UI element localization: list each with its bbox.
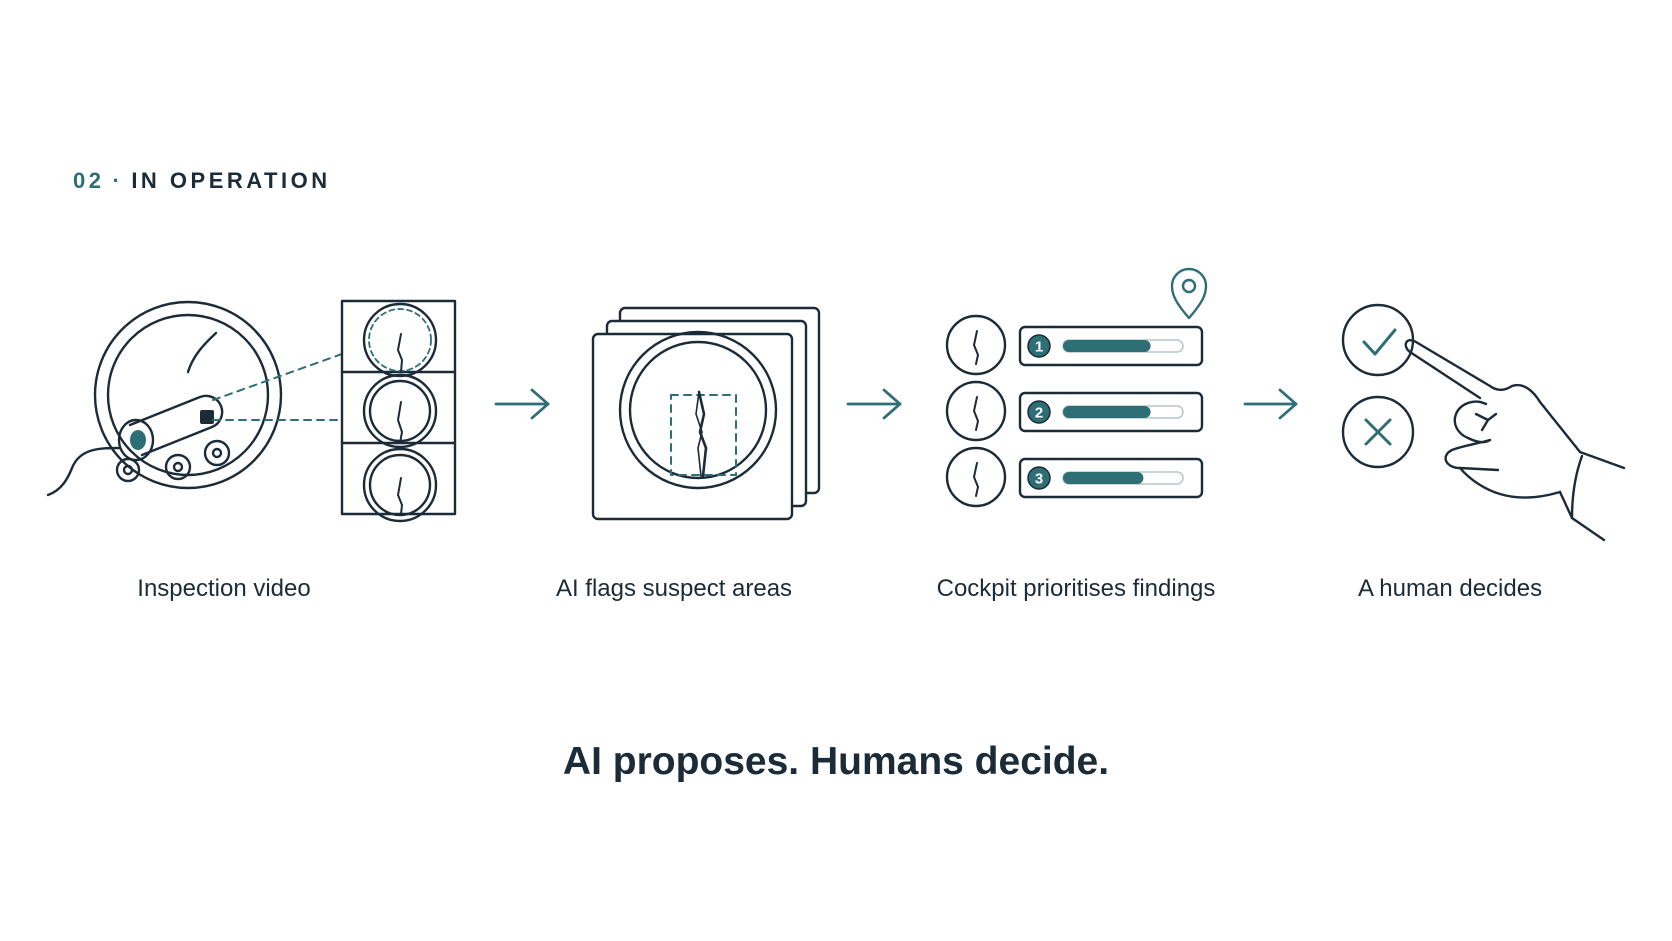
section-title: IN OPERATION — [131, 168, 331, 193]
section-separator: · — [112, 168, 124, 193]
arrow-right-icon — [846, 388, 902, 420]
location-pin-icon — [1170, 267, 1208, 320]
score-bar — [1063, 340, 1151, 352]
rank-badge — [1027, 334, 1051, 358]
section-label: 02 · IN OPERATION — [73, 168, 331, 194]
flagged-frame-icon — [591, 306, 821, 521]
pointing-hand-icon — [1404, 338, 1626, 542]
score-bar — [1063, 472, 1144, 484]
step-label-ai-flags: AI flags suspect areas — [555, 575, 793, 602]
pipe-robot-camera-icon — [46, 300, 343, 497]
rank-badge — [1027, 466, 1051, 490]
step-label-inspection-video: Inspection video — [137, 575, 311, 602]
rank-badge — [1027, 400, 1051, 424]
hand-approve-reject-icon — [1341, 303, 1626, 542]
prioritised-list-icon — [945, 267, 1208, 508]
arrow-right-icon — [1243, 388, 1298, 420]
step-label-human-decides: A human decides — [1357, 575, 1543, 602]
step-label-cockpit-prioritises: Cockpit prioritises findings — [936, 575, 1216, 602]
priority-row: 3 — [1027, 466, 1184, 490]
arrow-right-icon — [494, 388, 550, 420]
suspect-area-box — [670, 394, 737, 476]
priority-row: 1 — [1027, 334, 1184, 358]
approve-check-icon — [1341, 303, 1415, 377]
priority-row: 2 — [1027, 400, 1184, 424]
rank-number: 3 — [1035, 471, 1043, 488]
rank-number: 1 — [1035, 339, 1043, 356]
tagline: AI proposes. Humans decide. — [562, 740, 1110, 783]
section-number: 02 — [73, 168, 105, 193]
rank-number: 2 — [1035, 405, 1043, 422]
reject-x-icon — [1341, 395, 1415, 469]
score-bar — [1063, 406, 1151, 418]
video-frame-strip — [340, 299, 457, 523]
priority-rows: 1 2 3 — [1027, 334, 1184, 490]
